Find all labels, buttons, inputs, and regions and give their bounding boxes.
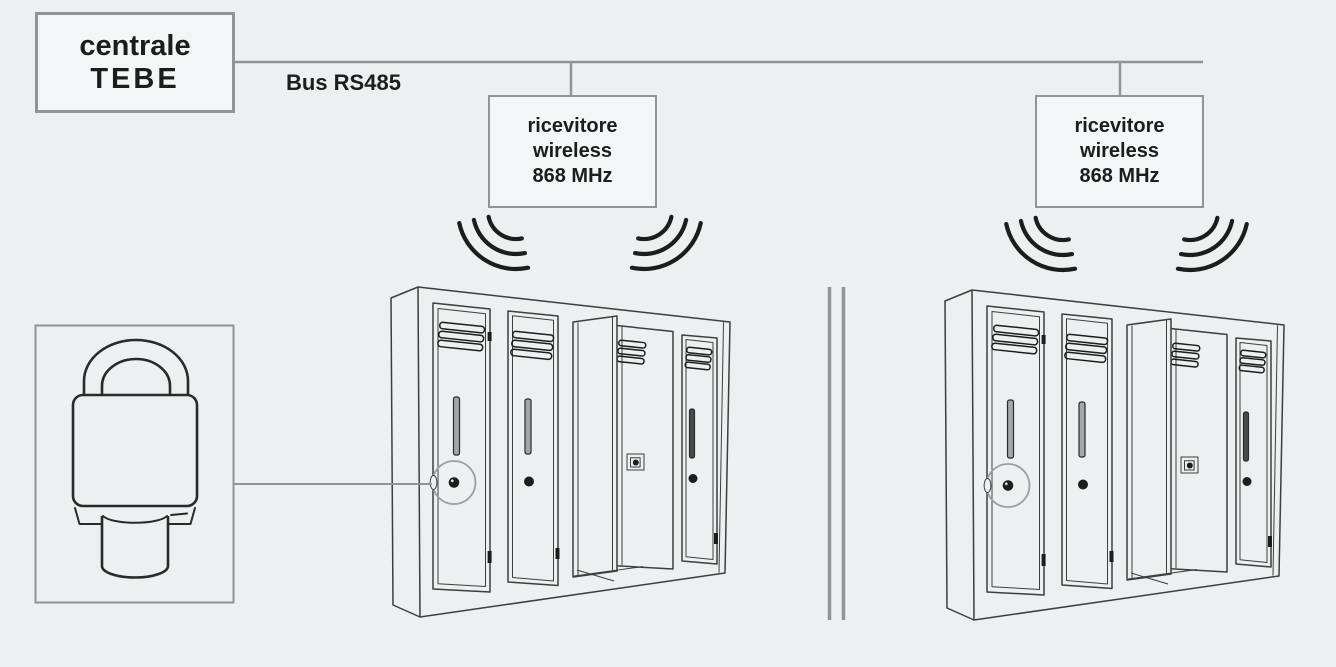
padlock-base-dash <box>170 512 188 516</box>
padlock-body <box>71 393 199 508</box>
controller-label-line2: TEBE <box>90 62 180 95</box>
receiver-box-2: ricevitore wireless 868 MHz <box>1035 95 1204 208</box>
section-separator <box>827 287 846 620</box>
wireless-waves-icon <box>1178 212 1247 281</box>
locker-cabinet-illustration <box>390 286 731 618</box>
controller-box: centrale TEBE <box>35 12 235 113</box>
padlock-icon <box>71 338 199 579</box>
receiver-box-1: ricevitore wireless 868 MHz <box>488 95 657 208</box>
receiver-1-line1: ricevitore <box>527 115 618 137</box>
wireless-waves-receiver-1 <box>459 211 700 280</box>
receiver-1-line2: wireless <box>533 140 612 162</box>
locker-cabinet-illustration <box>944 289 1285 621</box>
receiver-2-line2: wireless <box>1080 140 1159 162</box>
wireless-waves-receiver-2 <box>1006 212 1246 281</box>
padlock-shackle-outer <box>82 338 190 399</box>
receiver-2-line1: ricevitore <box>1074 115 1165 137</box>
padlock-legend-box <box>34 324 235 604</box>
bus-label: Bus RS485 <box>286 70 401 95</box>
receiver-1-line3: 868 MHz <box>532 165 613 187</box>
wireless-waves-icon <box>1006 212 1075 281</box>
padlock-shackle-inner <box>100 357 172 399</box>
padlock-cylinder <box>100 516 170 579</box>
padlock-cylinder-top <box>102 515 168 524</box>
receiver-2-line3: 868 MHz <box>1079 165 1160 187</box>
wireless-waves-icon <box>632 211 701 280</box>
controller-label-line1: centrale <box>79 29 191 62</box>
wireless-waves-icon <box>459 211 528 280</box>
bus-line <box>235 60 1203 96</box>
